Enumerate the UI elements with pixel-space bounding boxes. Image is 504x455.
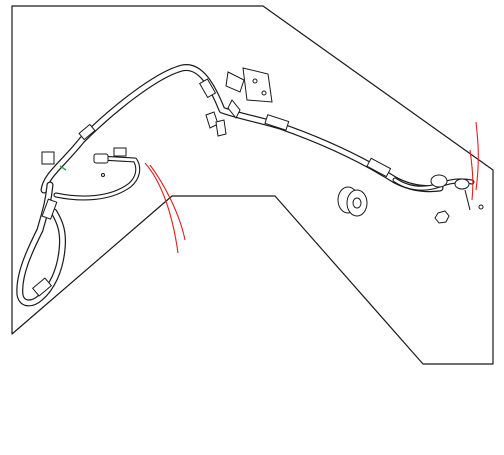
rubber-bushing [337,186,368,217]
parts-panel-outline [11,5,494,365]
retaining-nut [434,210,450,224]
pump-connector [53,147,141,201]
mounting-bracket [225,67,273,119]
callout-lines [144,121,479,254]
return-hose [40,64,444,194]
pressure-hose [16,151,66,307]
hose-end-fitting [392,174,484,211]
hose-clip [205,111,227,137]
green-marker [59,165,67,171]
